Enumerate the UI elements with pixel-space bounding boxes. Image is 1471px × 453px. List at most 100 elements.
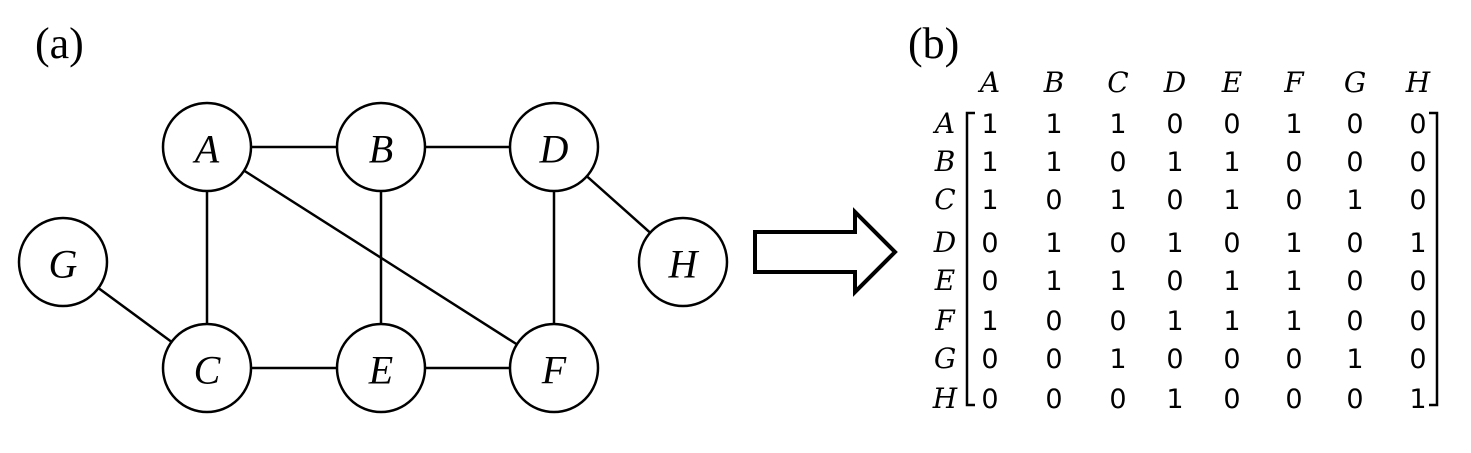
node-circle: [161, 322, 253, 414]
matrix-cell: 0: [1285, 185, 1302, 216]
row-header-d: D: [933, 226, 956, 259]
matrix-cell: 1: [1285, 306, 1302, 337]
matrix-cell: 0: [1285, 344, 1302, 375]
matrix-cell: 0: [1346, 306, 1363, 337]
matrix-cell: 0: [1045, 384, 1062, 415]
matrix-cell: 1: [1409, 228, 1426, 259]
matrix-cell: 1: [1109, 266, 1126, 297]
node-circle: [637, 216, 729, 308]
node-label: H: [668, 242, 700, 287]
node-circle: [335, 101, 427, 193]
matrix-cell: 0: [1109, 384, 1126, 415]
matrix-cell: 0: [1045, 306, 1062, 337]
column-header-e: E: [1221, 66, 1242, 99]
matrix-cell: 1: [1109, 344, 1126, 375]
matrix-cell: 1: [1166, 147, 1183, 178]
matrix-cell: 0: [1109, 147, 1126, 178]
row-header-c: C: [934, 183, 955, 216]
matrix-cell: 0: [1166, 185, 1183, 216]
matrix-cell: 0: [1409, 266, 1426, 297]
matrix-cell: 0: [1409, 306, 1426, 337]
matrix-cell: 0: [1346, 147, 1363, 178]
matrix-cell: 0: [1346, 266, 1363, 297]
matrix-cell: 0: [1166, 344, 1183, 375]
matrix-cell: 0: [1346, 384, 1363, 415]
matrix-cell: 0: [1285, 147, 1302, 178]
matrix-cell: 0: [1409, 344, 1426, 375]
row-header-a: A: [932, 107, 955, 140]
matrix-cell: 1: [1409, 384, 1426, 415]
matrix-cell: 0: [1223, 384, 1240, 415]
node-circle: [508, 101, 600, 193]
panel-b-label: (b): [908, 19, 959, 68]
node-label: F: [541, 348, 567, 393]
node-circle: [335, 322, 427, 414]
row-header-f: F: [934, 304, 956, 337]
node-h: H: [637, 216, 729, 308]
node-label: A: [192, 127, 220, 172]
matrix-cell: 0: [1223, 109, 1240, 140]
matrix-cell: 0: [1223, 344, 1240, 375]
matrix-cell: 1: [1285, 266, 1302, 297]
matrix-cell: 1: [1223, 306, 1240, 337]
matrix-cell: 0: [1109, 228, 1126, 259]
column-header-h: H: [1405, 66, 1431, 99]
matrix-cell: 0: [1409, 147, 1426, 178]
row-header-e: E: [934, 264, 955, 297]
matrix-cell: 1: [1346, 344, 1363, 375]
node-label: E: [368, 348, 393, 393]
node-f: F: [508, 322, 600, 414]
matrix-cell: 0: [1346, 109, 1363, 140]
row-header-g: G: [934, 342, 956, 375]
row-header-b: B: [934, 145, 956, 178]
matrix-left-bracket: [965, 111, 975, 407]
row-header-h: H: [932, 382, 958, 415]
matrix-cell: 0: [1045, 344, 1062, 375]
matrix-cell: 0: [981, 344, 998, 375]
matrix-right-bracket: [1429, 111, 1439, 407]
matrix-cell: 1: [1285, 109, 1302, 140]
matrix-cell: 1: [1045, 266, 1062, 297]
matrix-cell: 0: [1285, 384, 1302, 415]
matrix-cell: 0: [1109, 306, 1126, 337]
node-circle: [17, 216, 109, 308]
node-d: D: [508, 101, 600, 193]
matrix-cell: 0: [1409, 109, 1426, 140]
column-header-c: C: [1107, 66, 1128, 99]
matrix-cell: 1: [1285, 228, 1302, 259]
node-circle: [508, 322, 600, 414]
column-header-g: G: [1344, 66, 1366, 99]
node-label: C: [194, 348, 222, 393]
matrix-cell: 0: [1346, 228, 1363, 259]
matrix-cell: 0: [981, 384, 998, 415]
node-b: B: [335, 101, 427, 193]
matrix-cell: 1: [1045, 228, 1062, 259]
column-header-f: F: [1283, 66, 1305, 99]
matrix-cell: 1: [981, 109, 998, 140]
matrix-cell: 1: [1223, 185, 1240, 216]
matrix-cell: 1: [1045, 109, 1062, 140]
node-label: B: [369, 127, 393, 172]
right-arrow-icon: [753, 207, 898, 297]
column-header-b: B: [1043, 66, 1065, 99]
matrix-cell: 0: [981, 228, 998, 259]
matrix-cell: 1: [1223, 147, 1240, 178]
node-c: C: [161, 322, 253, 414]
matrix-cell: 1: [981, 306, 998, 337]
matrix-cell: 1: [981, 185, 998, 216]
matrix-cell: 1: [1045, 147, 1062, 178]
matrix-cell: 0: [1223, 228, 1240, 259]
matrix-cell: 1: [1166, 228, 1183, 259]
node-label: D: [539, 127, 569, 172]
node-circle: [161, 101, 253, 193]
node-a: A: [161, 101, 253, 193]
matrix-cell: 1: [1346, 185, 1363, 216]
matrix-cell: 1: [1109, 185, 1126, 216]
matrix-cell: 1: [981, 147, 998, 178]
column-header-a: A: [977, 66, 1000, 99]
panel-a-label: (a): [35, 19, 84, 68]
matrix-cell: 0: [1045, 185, 1062, 216]
matrix-cell: 0: [1409, 185, 1426, 216]
